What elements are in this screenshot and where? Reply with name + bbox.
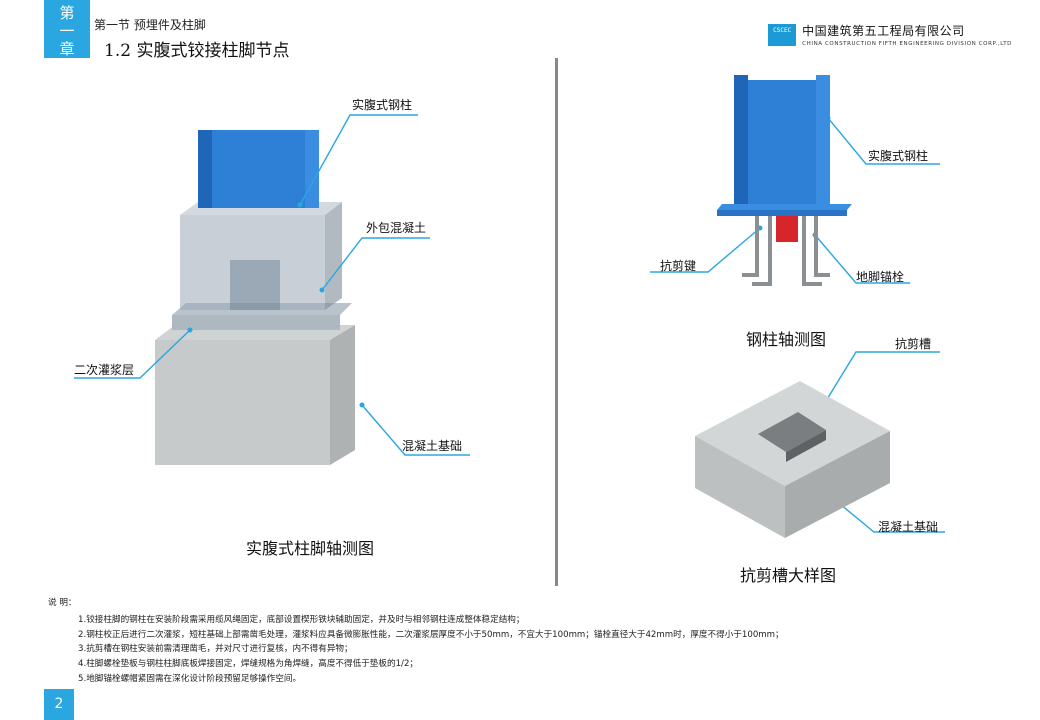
logo-text: CSCEC: [773, 26, 792, 34]
rb-block-left: [695, 436, 785, 538]
leader-rt-anchor-bolt: [814, 234, 910, 284]
note-item: 4.柱脚螺栓垫板与钢柱柱脚底板焊接固定，焊缝规格为角焊缝，高度不得低于垫板的1/…: [78, 659, 419, 670]
vertical-divider: [555, 58, 558, 586]
outer-concrete-side: [325, 202, 342, 310]
chapter-char-3: 章: [59, 40, 75, 58]
rt-column-flange-left: [734, 75, 748, 210]
chapter-char-2: 一: [59, 22, 75, 40]
notes-section: 说 明： 1.铰接柱脚的钢柱在安装阶段需采用缆风绳固定，底部设置楔形铁块辅助固定…: [48, 596, 784, 687]
label-rt-anchor-bolt: 地脚锚栓: [856, 270, 905, 284]
rt-base-plate-front: [717, 210, 847, 216]
label-left-outer-concrete: 外包混凝土: [366, 221, 427, 235]
company-name-en: CHINA CONSTRUCTION FIFTH ENGINEERING DIV…: [802, 41, 1012, 47]
section-subtitle: 第一节 预埋件及柱脚: [94, 18, 206, 32]
leader-rt-shear-key: [650, 227, 761, 273]
company-header: CSCEC 中国建筑第五工程局有限公司 CHINA CONSTRUCTION F…: [768, 22, 1012, 47]
shear-slot-detail-figure: [695, 381, 890, 538]
rt-base-plate: [717, 204, 852, 210]
leader-rt-steel-column: [827, 117, 940, 165]
rt-shear-key: [776, 216, 798, 242]
page-number: 2: [44, 689, 74, 720]
chapter-tab: 第 一 章: [44, 0, 90, 58]
leader-left-grout: [74, 329, 191, 379]
label-left-steel-column: 实腹式钢柱: [352, 98, 413, 112]
label-rb-shear-slot: 抗剪槽: [895, 337, 932, 351]
leader-left-outer-concrete: [321, 237, 430, 291]
note-item: 2.钢柱校正后进行二次灌浆，短柱基础上部需凿毛处理，灌浆料应具备微膨胀性能，二次…: [78, 629, 784, 640]
company-name-block: 中国建筑第五工程局有限公司 CHINA CONSTRUCTION FIFTH E…: [802, 22, 1012, 47]
company-logo: CSCEC: [768, 23, 797, 46]
note-item: 3.抗剪槽在钢柱安装前需清理凿毛，并对尺寸进行复核，内不得有异物；: [78, 644, 353, 655]
company-name-cn: 中国建筑第五工程局有限公司: [802, 24, 965, 38]
label-rt-shear-key: 抗剪键: [660, 259, 697, 273]
rb-slot-inner: [786, 430, 826, 462]
leader-left-steel-column: [299, 114, 418, 206]
label-rt-steel-column: 实腹式钢柱: [868, 149, 929, 163]
foundation-side: [330, 325, 355, 465]
note-item: 1.铰接柱脚的钢柱在安装阶段需采用缆风绳固定，底部设置楔形铁块辅助固定，并及时与…: [78, 614, 525, 625]
steel-column-web: [205, 130, 315, 208]
rt-anchor-bolts: [742, 216, 830, 286]
caption-rt-figure: 钢柱轴测图: [746, 330, 827, 349]
leader-left-foundation: [361, 404, 470, 456]
chapter-char-1: 第: [59, 4, 75, 22]
caption-left-figure: 实腹式柱脚轴测图: [246, 539, 375, 558]
label-left-foundation: 混凝土基础: [402, 439, 463, 453]
caption-rb-figure: 抗剪槽大样图: [740, 566, 837, 585]
rt-column-flange-right: [816, 75, 830, 210]
rb-slot-opening: [758, 412, 826, 452]
foundation-front: [155, 340, 330, 465]
grout-front: [172, 315, 340, 330]
rb-block-right: [785, 431, 890, 538]
note-item: 5.地脚锚栓螺帽紧固需在深化设计阶段预留足够操作空间。: [78, 673, 302, 684]
page-title: 1.2 实腹式铰接柱脚节点: [104, 41, 290, 61]
column-base-axonometric-figure: [155, 130, 355, 465]
label-left-grout: 二次灌浆层: [74, 363, 135, 377]
steel-column-inner: [230, 260, 280, 310]
notes-title: 说 明：: [48, 598, 77, 608]
rt-column-web: [748, 80, 824, 210]
label-rb-foundation: 混凝土基础: [878, 520, 939, 534]
steel-column-flange-left: [198, 130, 212, 208]
steel-column-axonometric-figure: [717, 75, 852, 286]
